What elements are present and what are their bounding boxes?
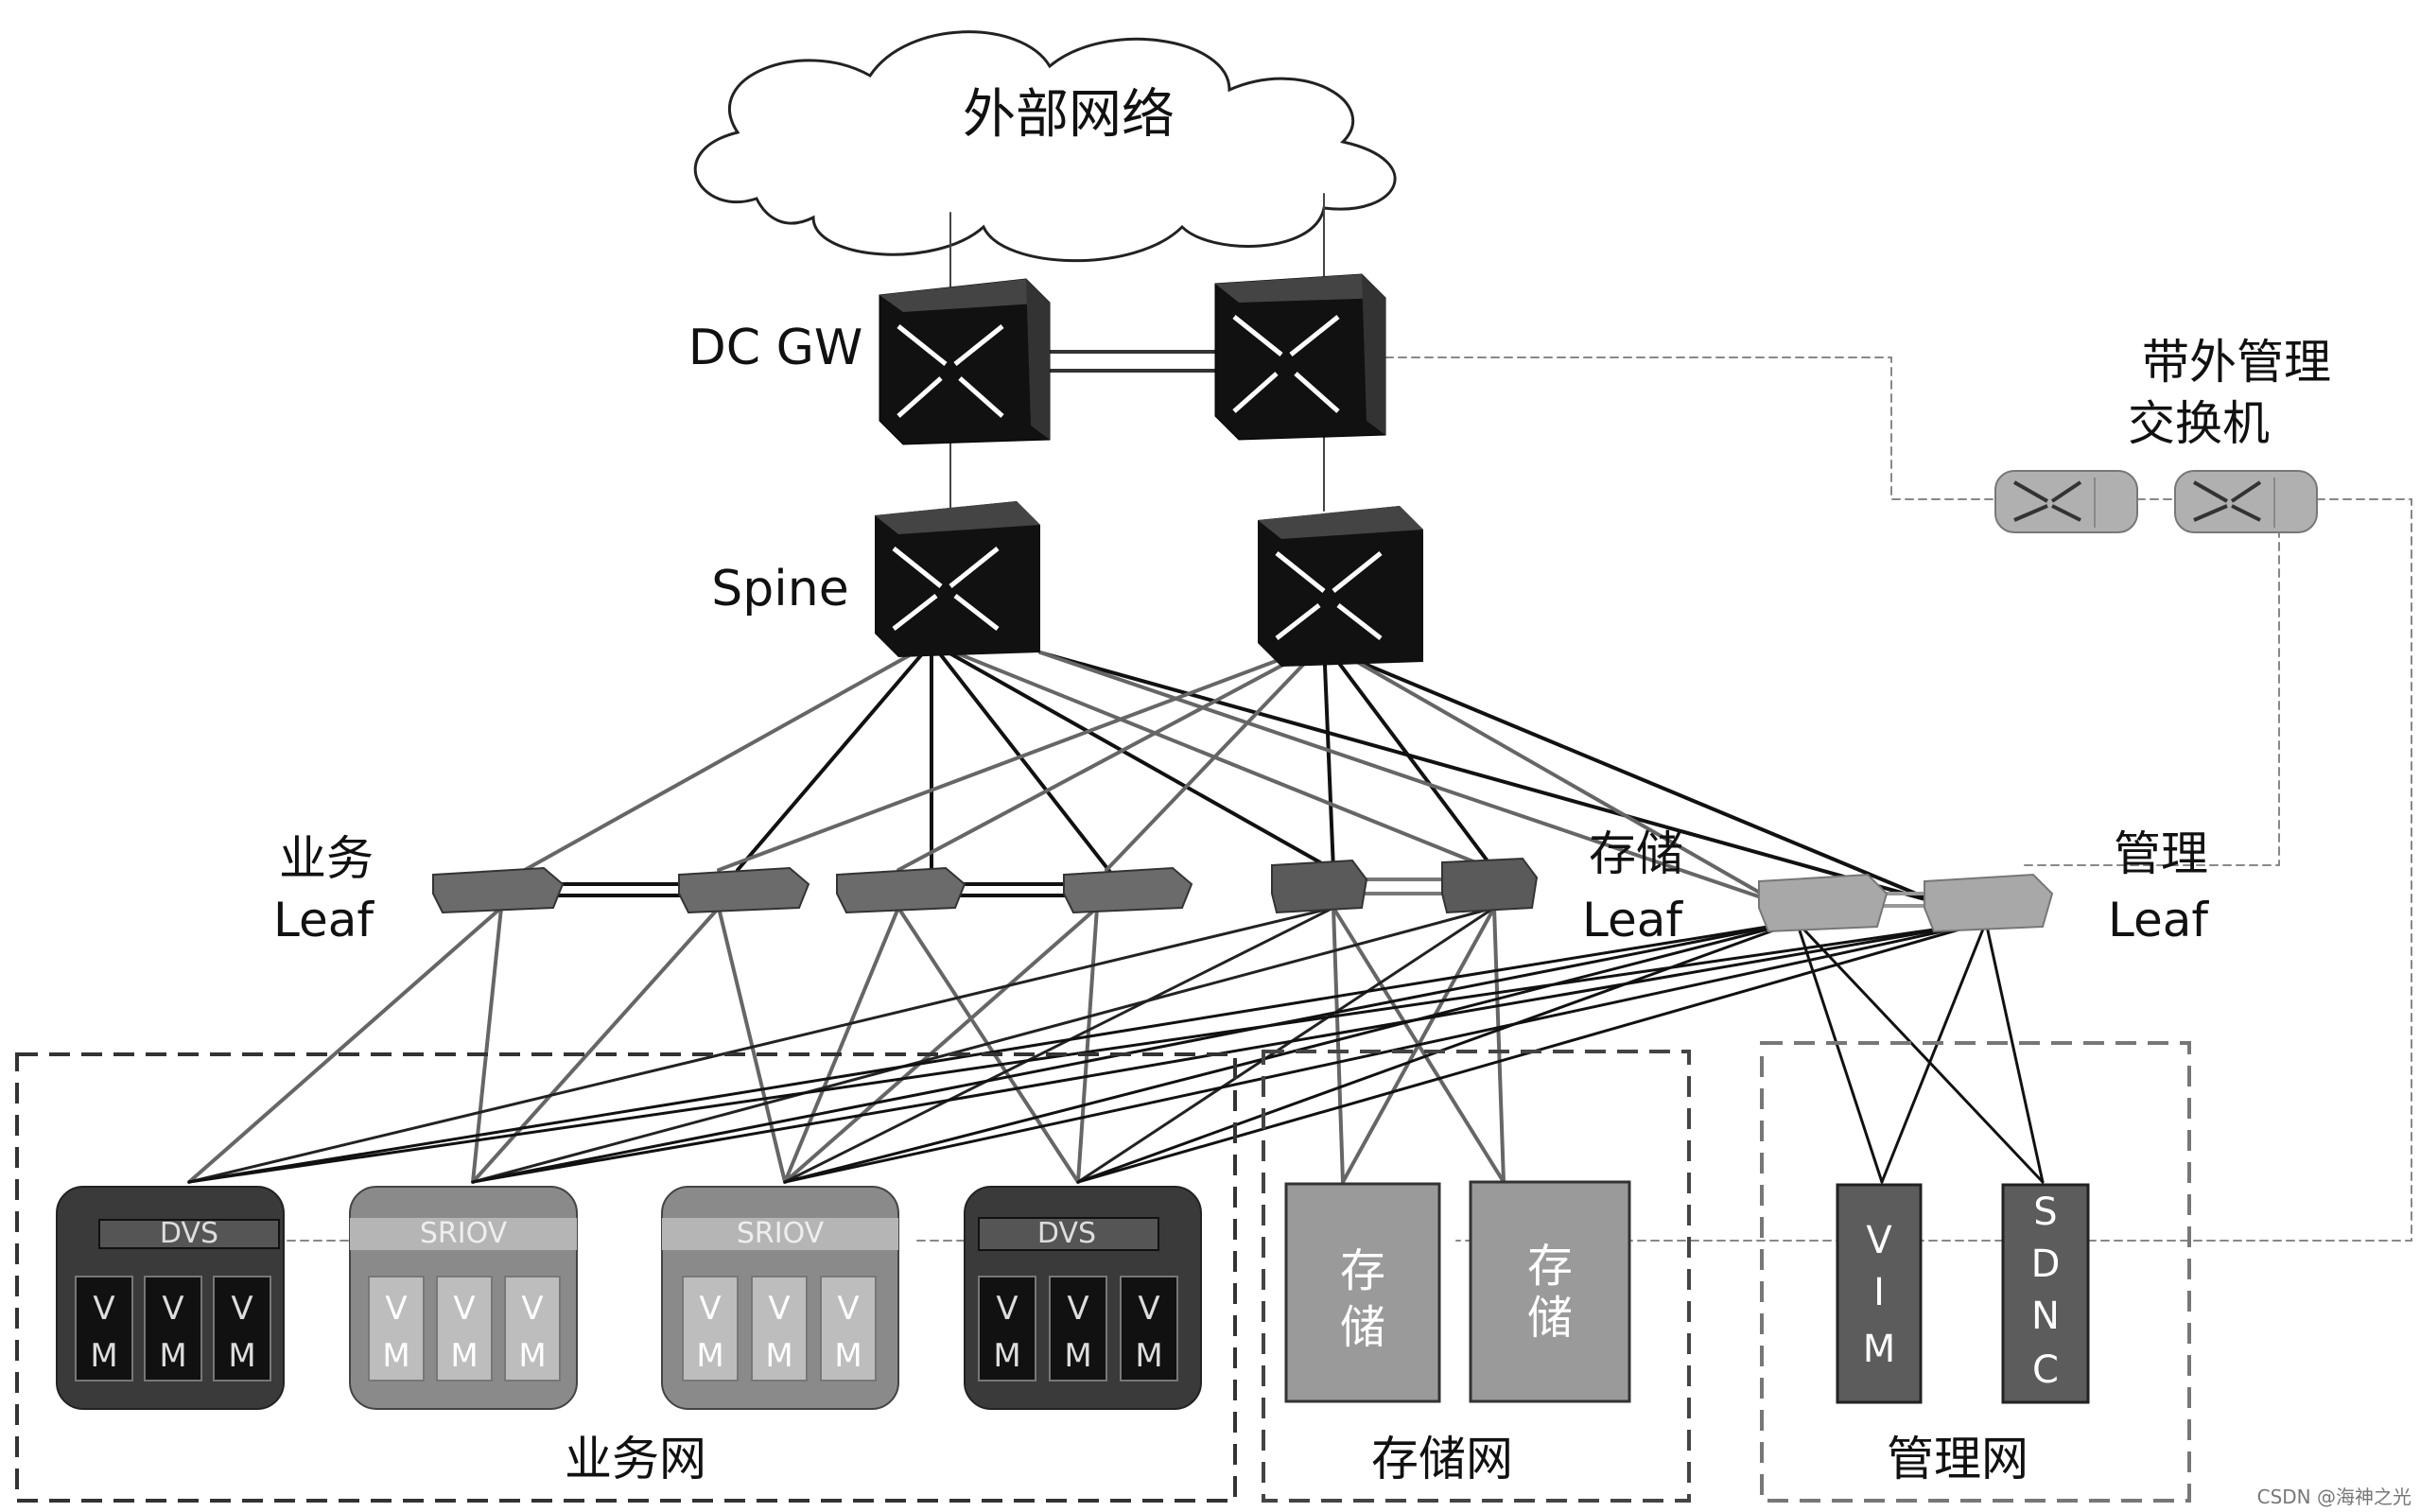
server-2-header: SRIOV	[420, 1217, 508, 1250]
storage-box-2: 存 储	[1469, 1180, 1631, 1403]
server-3-header: SRIOV	[737, 1217, 825, 1250]
connections	[187, 193, 2412, 1242]
server-1: DVS V M V M V M	[56, 1186, 285, 1410]
vm-letter: V	[231, 1290, 252, 1328]
mgmt-leaf-2	[1924, 873, 2054, 933]
vm-letter: V	[93, 1290, 114, 1328]
sdnc-letter: D	[2031, 1243, 2061, 1286]
biz-leaf-1	[432, 866, 565, 914]
vm-letter: V	[385, 1290, 407, 1328]
vm-letter: V	[1067, 1290, 1088, 1328]
oob-label-line1: 带外管理	[2142, 335, 2331, 390]
management-zone-box	[1760, 1041, 2191, 1503]
vm-letter: V	[453, 1290, 475, 1328]
dc-gw-router-right	[1214, 273, 1386, 441]
vm-letter: V	[996, 1290, 1018, 1328]
storage-leaf-2	[1441, 857, 1539, 914]
cloud-label: 外部网络	[963, 84, 1175, 146]
mgmt-leaf-label-line2: Leaf	[2108, 893, 2209, 947]
server-1-header: DVS	[160, 1217, 218, 1250]
watermark: CSDN @海神之光	[2257, 1486, 2411, 1508]
vim-letter: I	[1873, 1271, 1885, 1314]
vm-letter: M	[993, 1337, 1020, 1375]
spine-switch-left	[875, 501, 1040, 657]
storage-zone-box	[1262, 1050, 1691, 1503]
biz-leaf-4	[1063, 866, 1193, 914]
vm-letter: M	[382, 1337, 409, 1375]
vm-letter: M	[159, 1337, 186, 1375]
vm-letter: V	[699, 1290, 721, 1328]
business-zone-label: 业务网	[565, 1432, 706, 1486]
server-4: DVS V M V M V M	[964, 1186, 1202, 1410]
vm-letter: M	[518, 1337, 546, 1375]
sdnc-letter: S	[2033, 1190, 2057, 1234]
storage-leaf-label-line2: Leaf	[1582, 893, 1683, 947]
leaf-switches	[432, 857, 2054, 933]
oob-label-line2: 交换机	[2128, 396, 2270, 451]
dc-gw-label: DC GW	[688, 320, 863, 376]
vm-letter: V	[162, 1290, 183, 1328]
oob-switch-left	[1994, 470, 2138, 533]
mgmt-leaf-1	[1758, 873, 1889, 933]
vm-letter: M	[765, 1337, 792, 1375]
storage-box-1: 存 储	[1284, 1182, 1441, 1403]
business-zone-box	[15, 1052, 1237, 1503]
biz-leaf-3	[836, 866, 966, 914]
storage-1-line2: 储	[1340, 1301, 1385, 1354]
external-network-cloud: 外部网络	[693, 30, 1397, 263]
vm-letter: M	[834, 1337, 862, 1375]
storage-zone-label: 存储网	[1371, 1432, 1513, 1486]
oob-switch-right	[2174, 470, 2318, 533]
biz-leaf-label-line2: Leaf	[273, 893, 374, 947]
vm-letter: V	[1138, 1290, 1159, 1328]
vm-letter: M	[90, 1337, 117, 1375]
server-4-header: DVS	[1037, 1217, 1096, 1250]
vm-letter: V	[837, 1290, 859, 1328]
sdnc-letter: N	[2031, 1295, 2060, 1338]
storage-2-line2: 储	[1527, 1292, 1573, 1345]
mgmt-leaf-label-line1: 管理	[2114, 826, 2208, 881]
server-1-vms: V M V M V M	[75, 1276, 271, 1382]
vm-letter: M	[228, 1337, 255, 1375]
vm-letter: M	[1064, 1337, 1091, 1375]
storage-leaf-label-line1: 存储	[1589, 826, 1683, 881]
vim-node: V I M	[1836, 1183, 1923, 1404]
server-2: SRIOV V M V M V M	[349, 1186, 578, 1410]
vim-letter: M	[1863, 1328, 1896, 1371]
vm-letter: V	[521, 1290, 543, 1328]
storage-2-line1: 存	[1527, 1240, 1573, 1293]
vm-letter: M	[696, 1337, 723, 1375]
vm-letter: M	[1135, 1337, 1162, 1375]
sdnc-letter: C	[2032, 1348, 2059, 1392]
sdnc-node: S D N C	[2001, 1183, 2090, 1404]
vm-letter: V	[768, 1290, 790, 1328]
spine-label: Spine	[711, 561, 848, 617]
storage-1-line1: 存	[1340, 1244, 1385, 1297]
storage-leaf-1	[1271, 859, 1368, 914]
biz-leaf-2	[678, 866, 810, 914]
vm-letter: M	[450, 1337, 478, 1375]
dc-gw-router-left	[879, 278, 1051, 445]
vim-letter: V	[1866, 1219, 1892, 1262]
spine-switch-right	[1258, 506, 1423, 667]
server-3: SRIOV V M V M V M	[661, 1186, 899, 1410]
management-zone-label: 管理网	[1887, 1432, 2028, 1486]
biz-leaf-label-line1: 业务	[279, 831, 374, 886]
